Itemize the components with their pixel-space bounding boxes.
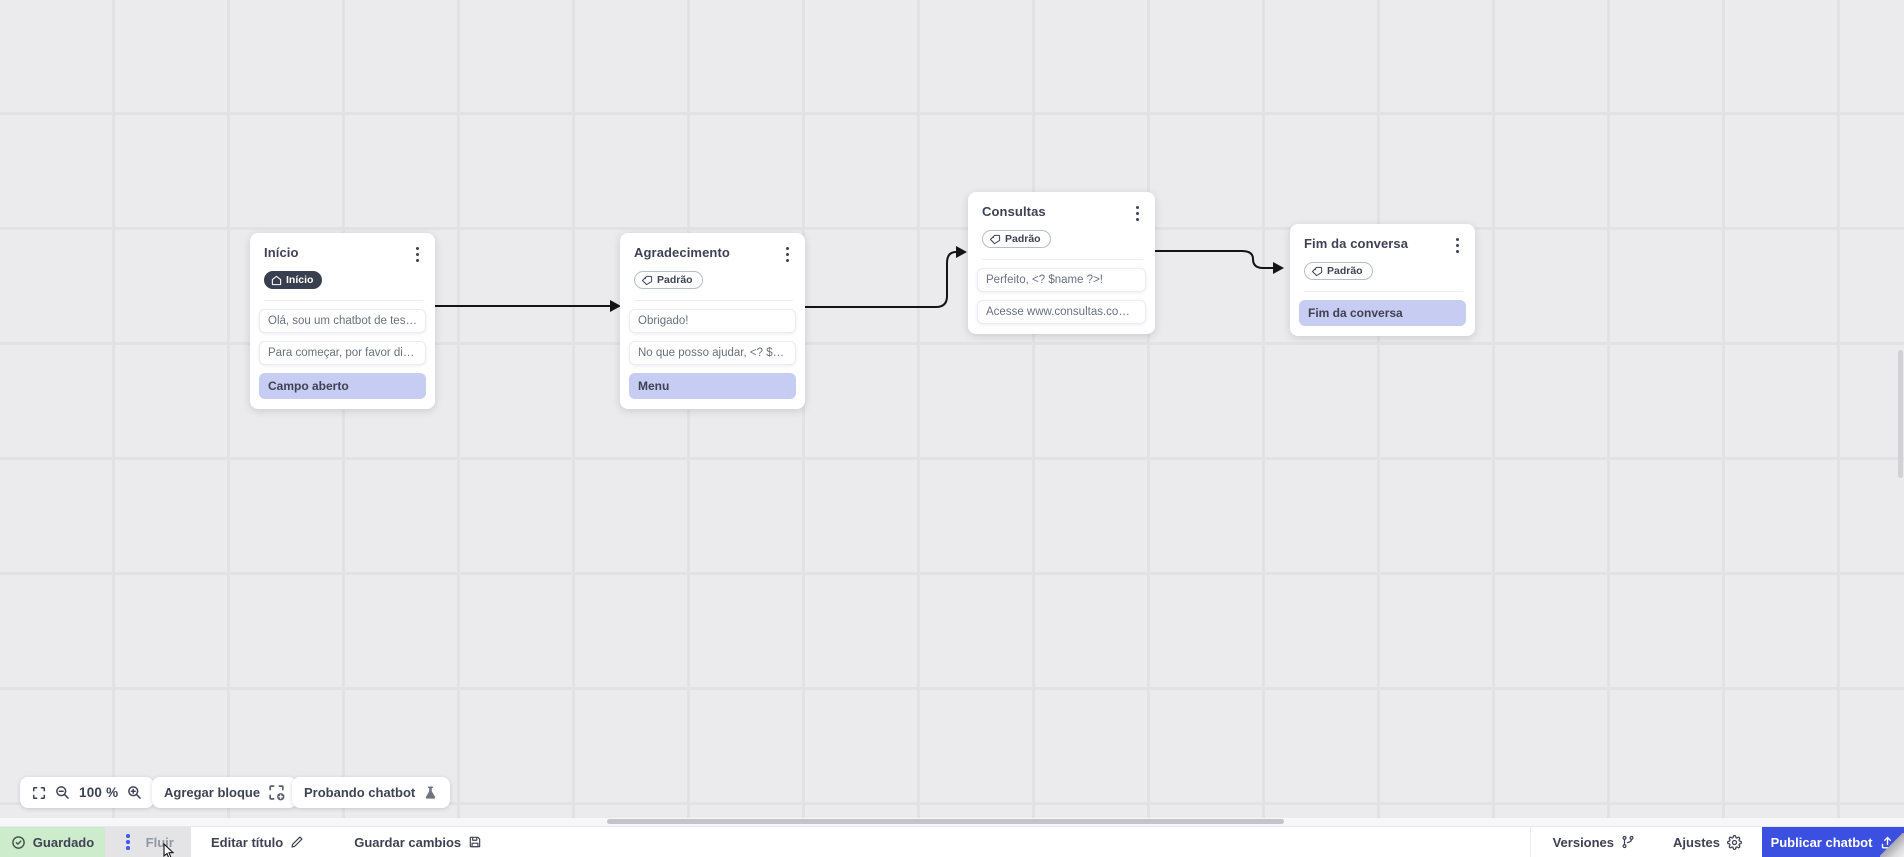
connection-arrows bbox=[435, 246, 1284, 312]
node-type-badge: Padrão bbox=[1304, 262, 1373, 280]
node-type-badge: Início bbox=[264, 271, 323, 289]
tag-icon bbox=[990, 234, 1001, 244]
kebab-menu-icon[interactable] bbox=[1452, 236, 1463, 255]
tag-icon bbox=[1312, 266, 1323, 276]
publish-chatbot-button[interactable]: Publicar chatbot bbox=[1762, 827, 1904, 857]
node-header: Início Início bbox=[250, 233, 435, 301]
horizontal-scrollbar-thumb[interactable] bbox=[607, 819, 1284, 824]
flow-tab-label: Fluir bbox=[145, 834, 174, 850]
end-conversation-card[interactable]: Fim da conversa bbox=[1299, 299, 1466, 326]
upload-icon bbox=[1882, 836, 1894, 848]
settings-button[interactable]: Ajustes bbox=[1653, 827, 1762, 857]
add-block-button[interactable]: Agregar bloque bbox=[152, 777, 298, 808]
message-card[interactable]: Obrigado! bbox=[629, 308, 796, 333]
kebab-menu-icon[interactable] bbox=[782, 245, 793, 264]
check-circle-icon bbox=[11, 835, 25, 849]
home-icon bbox=[271, 275, 282, 285]
save-icon bbox=[469, 836, 481, 848]
gear-icon bbox=[1727, 834, 1742, 850]
statusbar-right-group: Versiones Ajustes Publicar chatbot bbox=[1529, 827, 1904, 857]
vertical-scrollbar-thumb[interactable] bbox=[1898, 350, 1903, 478]
node-header: Fim da conversa Padrão bbox=[1290, 224, 1475, 292]
pencil-icon bbox=[291, 836, 303, 848]
message-card[interactable]: Perfeito, <? $name ?>! bbox=[977, 267, 1146, 292]
kebab-menu-icon[interactable] bbox=[1132, 204, 1143, 223]
test-chatbot-button[interactable]: Probando chatbot bbox=[292, 777, 451, 808]
tab-fluir[interactable]: Fluir bbox=[105, 827, 191, 857]
node-title: Início bbox=[264, 245, 299, 260]
node-title: Fim da conversa bbox=[1304, 236, 1409, 251]
tag-icon bbox=[642, 275, 653, 285]
status-bar: Guardado Fluir Editar título Guardar cam… bbox=[0, 826, 1904, 857]
flow-options-icon[interactable] bbox=[122, 832, 134, 852]
branch-icon bbox=[1622, 835, 1634, 849]
saved-status: Guardado bbox=[0, 827, 105, 857]
horizontal-scrollbar-track bbox=[0, 818, 1904, 826]
flow-node-consultas[interactable]: Consultas Padrão Perfeito, <? $name ?>! … bbox=[968, 192, 1155, 334]
fit-screen-icon[interactable] bbox=[32, 786, 46, 800]
zoom-level: 100 % bbox=[79, 785, 119, 800]
node-header: Consultas Padrão bbox=[968, 192, 1155, 260]
flow-node-inicio[interactable]: Início Início Olá, sou um chatbot de tes… bbox=[250, 233, 435, 409]
node-header: Agradecimento Padrão bbox=[620, 233, 805, 301]
zoom-toolbar: 100 % bbox=[20, 777, 155, 808]
open-field-card[interactable]: Campo aberto bbox=[259, 372, 426, 399]
node-title: Consultas bbox=[982, 204, 1046, 219]
flask-icon bbox=[426, 786, 436, 799]
edit-title-button[interactable]: Editar título bbox=[197, 827, 318, 857]
versions-button[interactable]: Versiones bbox=[1531, 827, 1653, 857]
zoom-out-icon[interactable] bbox=[55, 785, 70, 800]
flow-node-fim[interactable]: Fim da conversa Padrão Fim da conversa bbox=[1290, 224, 1475, 336]
message-card[interactable]: Olá, sou um chatbot de teste! bbox=[259, 308, 426, 333]
message-card[interactable]: Acesse www.consultas.com par... bbox=[977, 299, 1146, 324]
add-block-icon bbox=[269, 785, 285, 801]
message-card[interactable]: Para começar, por favor digite o ... bbox=[259, 340, 426, 365]
node-title: Agradecimento bbox=[634, 245, 730, 260]
message-card[interactable]: No que posso ajudar, <? $name ... bbox=[629, 340, 796, 365]
node-type-badge: Padrão bbox=[634, 271, 703, 289]
node-type-badge: Padrão bbox=[982, 230, 1051, 248]
zoom-in-icon[interactable] bbox=[127, 785, 142, 800]
menu-card[interactable]: Menu bbox=[629, 372, 796, 399]
flow-canvas[interactable]: Início Início Olá, sou um chatbot de tes… bbox=[0, 0, 1904, 818]
flow-node-agradecimento[interactable]: Agradecimento Padrão Obrigado! No que po… bbox=[620, 233, 805, 409]
save-changes-button[interactable]: Guardar cambios bbox=[340, 827, 496, 857]
kebab-menu-icon[interactable] bbox=[412, 245, 423, 264]
